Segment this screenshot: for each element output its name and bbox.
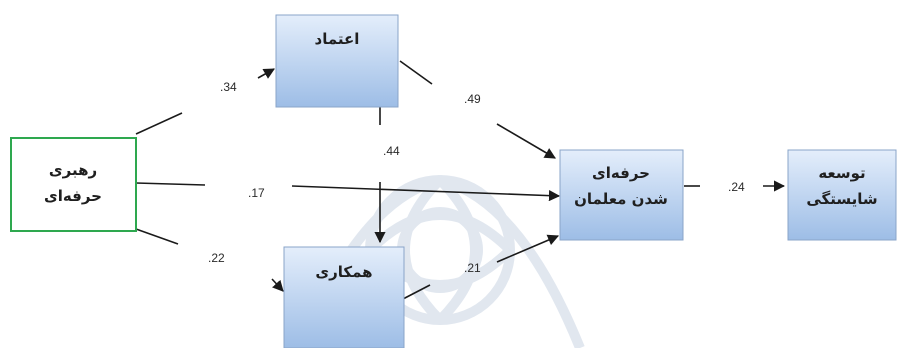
node-cooperation-box — [283, 246, 405, 348]
coef-trust-coop: .44 — [383, 144, 400, 158]
edge-leadership-coop-b — [271, 278, 284, 292]
node-leadership-line2: حرفه‌ای — [44, 187, 102, 205]
edge-leadership-trust-a — [135, 112, 183, 135]
edge-trust-prof-b — [496, 123, 556, 159]
edge-coop-prof-a — [402, 284, 431, 300]
coef-trust-prof: .49 — [464, 92, 481, 106]
node-professionalization-line2: شدن معلمان — [574, 190, 668, 208]
coefficients: .34 .49 .44 .17 .22 .21 .24 — [208, 80, 745, 275]
node-leadership-box — [10, 137, 137, 232]
node-competency-line1: توسعه — [818, 164, 865, 182]
edge-coop-prof-b — [496, 234, 560, 263]
edge-leadership-trust-b — [257, 68, 275, 79]
node-competency-line2: شایستگی — [806, 190, 877, 208]
node-trust: اعتماد — [275, 14, 399, 108]
coef-leadership-trust: .34 — [220, 80, 237, 94]
edge-leadership-coop-a — [135, 228, 179, 245]
node-cooperation-label: همکاری — [315, 263, 372, 281]
node-trust-box — [275, 14, 399, 108]
node-professionalization-box — [559, 149, 684, 241]
watermark-emblem — [295, 175, 585, 348]
coef-leadership-prof: .17 — [248, 186, 265, 200]
node-competency: توسعه شایستگی — [787, 149, 897, 241]
edge-leadership-prof-a — [135, 182, 206, 186]
edges — [135, 60, 786, 300]
node-trust-label: اعتماد — [315, 30, 360, 48]
node-leadership: رهبری حرفه‌ای — [10, 137, 137, 232]
coef-leadership-coop: .22 — [208, 251, 225, 265]
coef-coop-prof: .21 — [464, 261, 481, 275]
node-professionalization-line1: حرفه‌ای — [592, 164, 650, 182]
node-leadership-line1: رهبری — [49, 161, 97, 179]
edge-leadership-prof-b — [291, 185, 561, 202]
edge-trust-prof-a — [399, 60, 433, 85]
node-competency-box — [787, 149, 897, 241]
node-professionalization: حرفه‌ای شدن معلمان — [559, 149, 684, 241]
node-cooperation: همکاری — [283, 246, 405, 348]
coef-prof-comp: .24 — [728, 180, 745, 194]
